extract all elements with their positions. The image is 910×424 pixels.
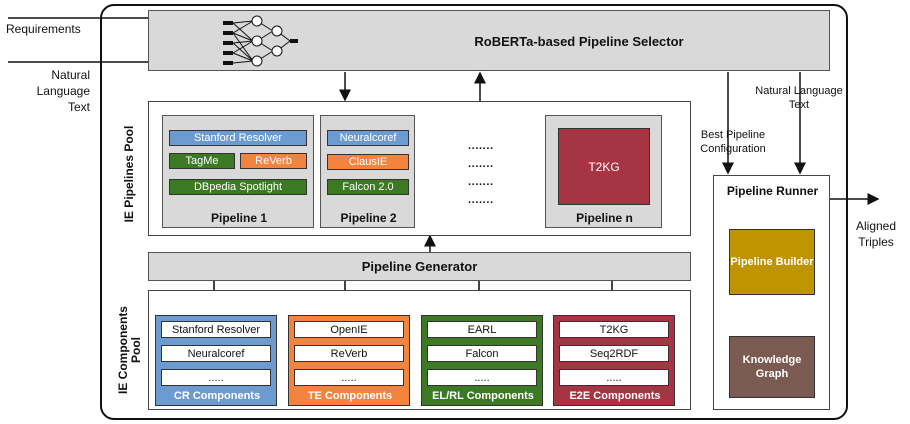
te-components: OpenIE ReVerb ..... TE Components (288, 315, 410, 406)
selector-title: RoBERTa-based Pipeline Selector (474, 34, 684, 49)
knowledge-graph: Knowledge Graph (729, 336, 815, 398)
nl-text-label: Natural Language Text (36, 68, 90, 115)
pipeline1-item: ReVerb (240, 153, 307, 169)
pipeline-builder: Pipeline Builder (729, 229, 815, 295)
pipeline-generator: Pipeline Generator (148, 252, 691, 281)
ellipsis-row: ······· (468, 161, 494, 173)
e2e-title: E2E Components (569, 390, 661, 402)
requirements-label: Requirements (6, 22, 81, 36)
ellipsis-row: ······· (468, 143, 494, 155)
pipeline2-item: ClausIE (327, 154, 409, 170)
component-item: Stanford Resolver (161, 321, 271, 338)
pipeline1-item: TagMe (169, 153, 235, 169)
component-item: ..... (427, 369, 537, 386)
component-item: Neuralcoref (161, 345, 271, 362)
system-frame (100, 4, 848, 420)
component-item: ..... (294, 369, 404, 386)
pipeline2-title: Pipeline 2 (340, 211, 397, 225)
component-item: ReVerb (294, 345, 404, 362)
ellipsis-row: ······· (468, 179, 494, 191)
nl-text-edge-label: Natural Language Text (755, 85, 843, 112)
neural-network-icon (223, 15, 298, 67)
component-item: Seq2RDF (559, 345, 669, 362)
elrl-components: EARL Falcon ..... EL/RL Components (421, 315, 543, 406)
component-item: Falcon (427, 345, 537, 362)
pipeline-2: Neuralcoref ClausIE Falcon 2.0 Pipeline … (320, 115, 415, 228)
component-item: OpenIE (294, 321, 404, 338)
cr-components: Stanford Resolver Neuralcoref ..... CR C… (155, 315, 277, 406)
te-title: TE Components (307, 390, 393, 402)
pipelines-ellipsis: ······· ······· ······· ······· (468, 140, 504, 212)
pipelinen-title: Pipeline n (576, 211, 633, 225)
cr-title: CR Components (173, 390, 261, 402)
pipeline1-item: DBpedia Spotlight (169, 179, 307, 195)
pipeline-selector: RoBERTa-based Pipeline Selector (148, 10, 830, 71)
best-config-label: Best Pipeline Configuration (700, 129, 766, 156)
elrl-title: EL/RL Components (432, 390, 534, 402)
component-item: EARL (427, 321, 537, 338)
pipeline-runner: Pipeline Runner Pipeline Builder Knowled… (713, 175, 830, 410)
aligned-triples-label: Aligned Triples (855, 219, 897, 250)
pipeline1-item: Stanford Resolver (169, 130, 307, 146)
pipeline-1: Stanford Resolver TagMe ReVerb DBpedia S… (162, 115, 314, 228)
component-item: ..... (559, 369, 669, 386)
runner-title: Pipeline Runner (726, 184, 819, 198)
pipelinen-item: T2KG (558, 128, 650, 205)
pipeline2-item: Falcon 2.0 (327, 179, 409, 195)
component-item: T2KG (559, 321, 669, 338)
pipeline1-title: Pipeline 1 (210, 211, 268, 225)
ellipsis-row: ······· (468, 197, 494, 209)
e2e-components: T2KG Seq2RDF ..... E2E Components (553, 315, 675, 406)
component-item: ..... (161, 369, 271, 386)
components-pool-label: IE Components Pool (115, 306, 143, 395)
pipeline-n: T2KG Pipeline n (545, 115, 662, 228)
pipeline2-item: Neuralcoref (327, 130, 409, 146)
pipelines-pool-label: IE Pipelines Pool (122, 125, 137, 223)
